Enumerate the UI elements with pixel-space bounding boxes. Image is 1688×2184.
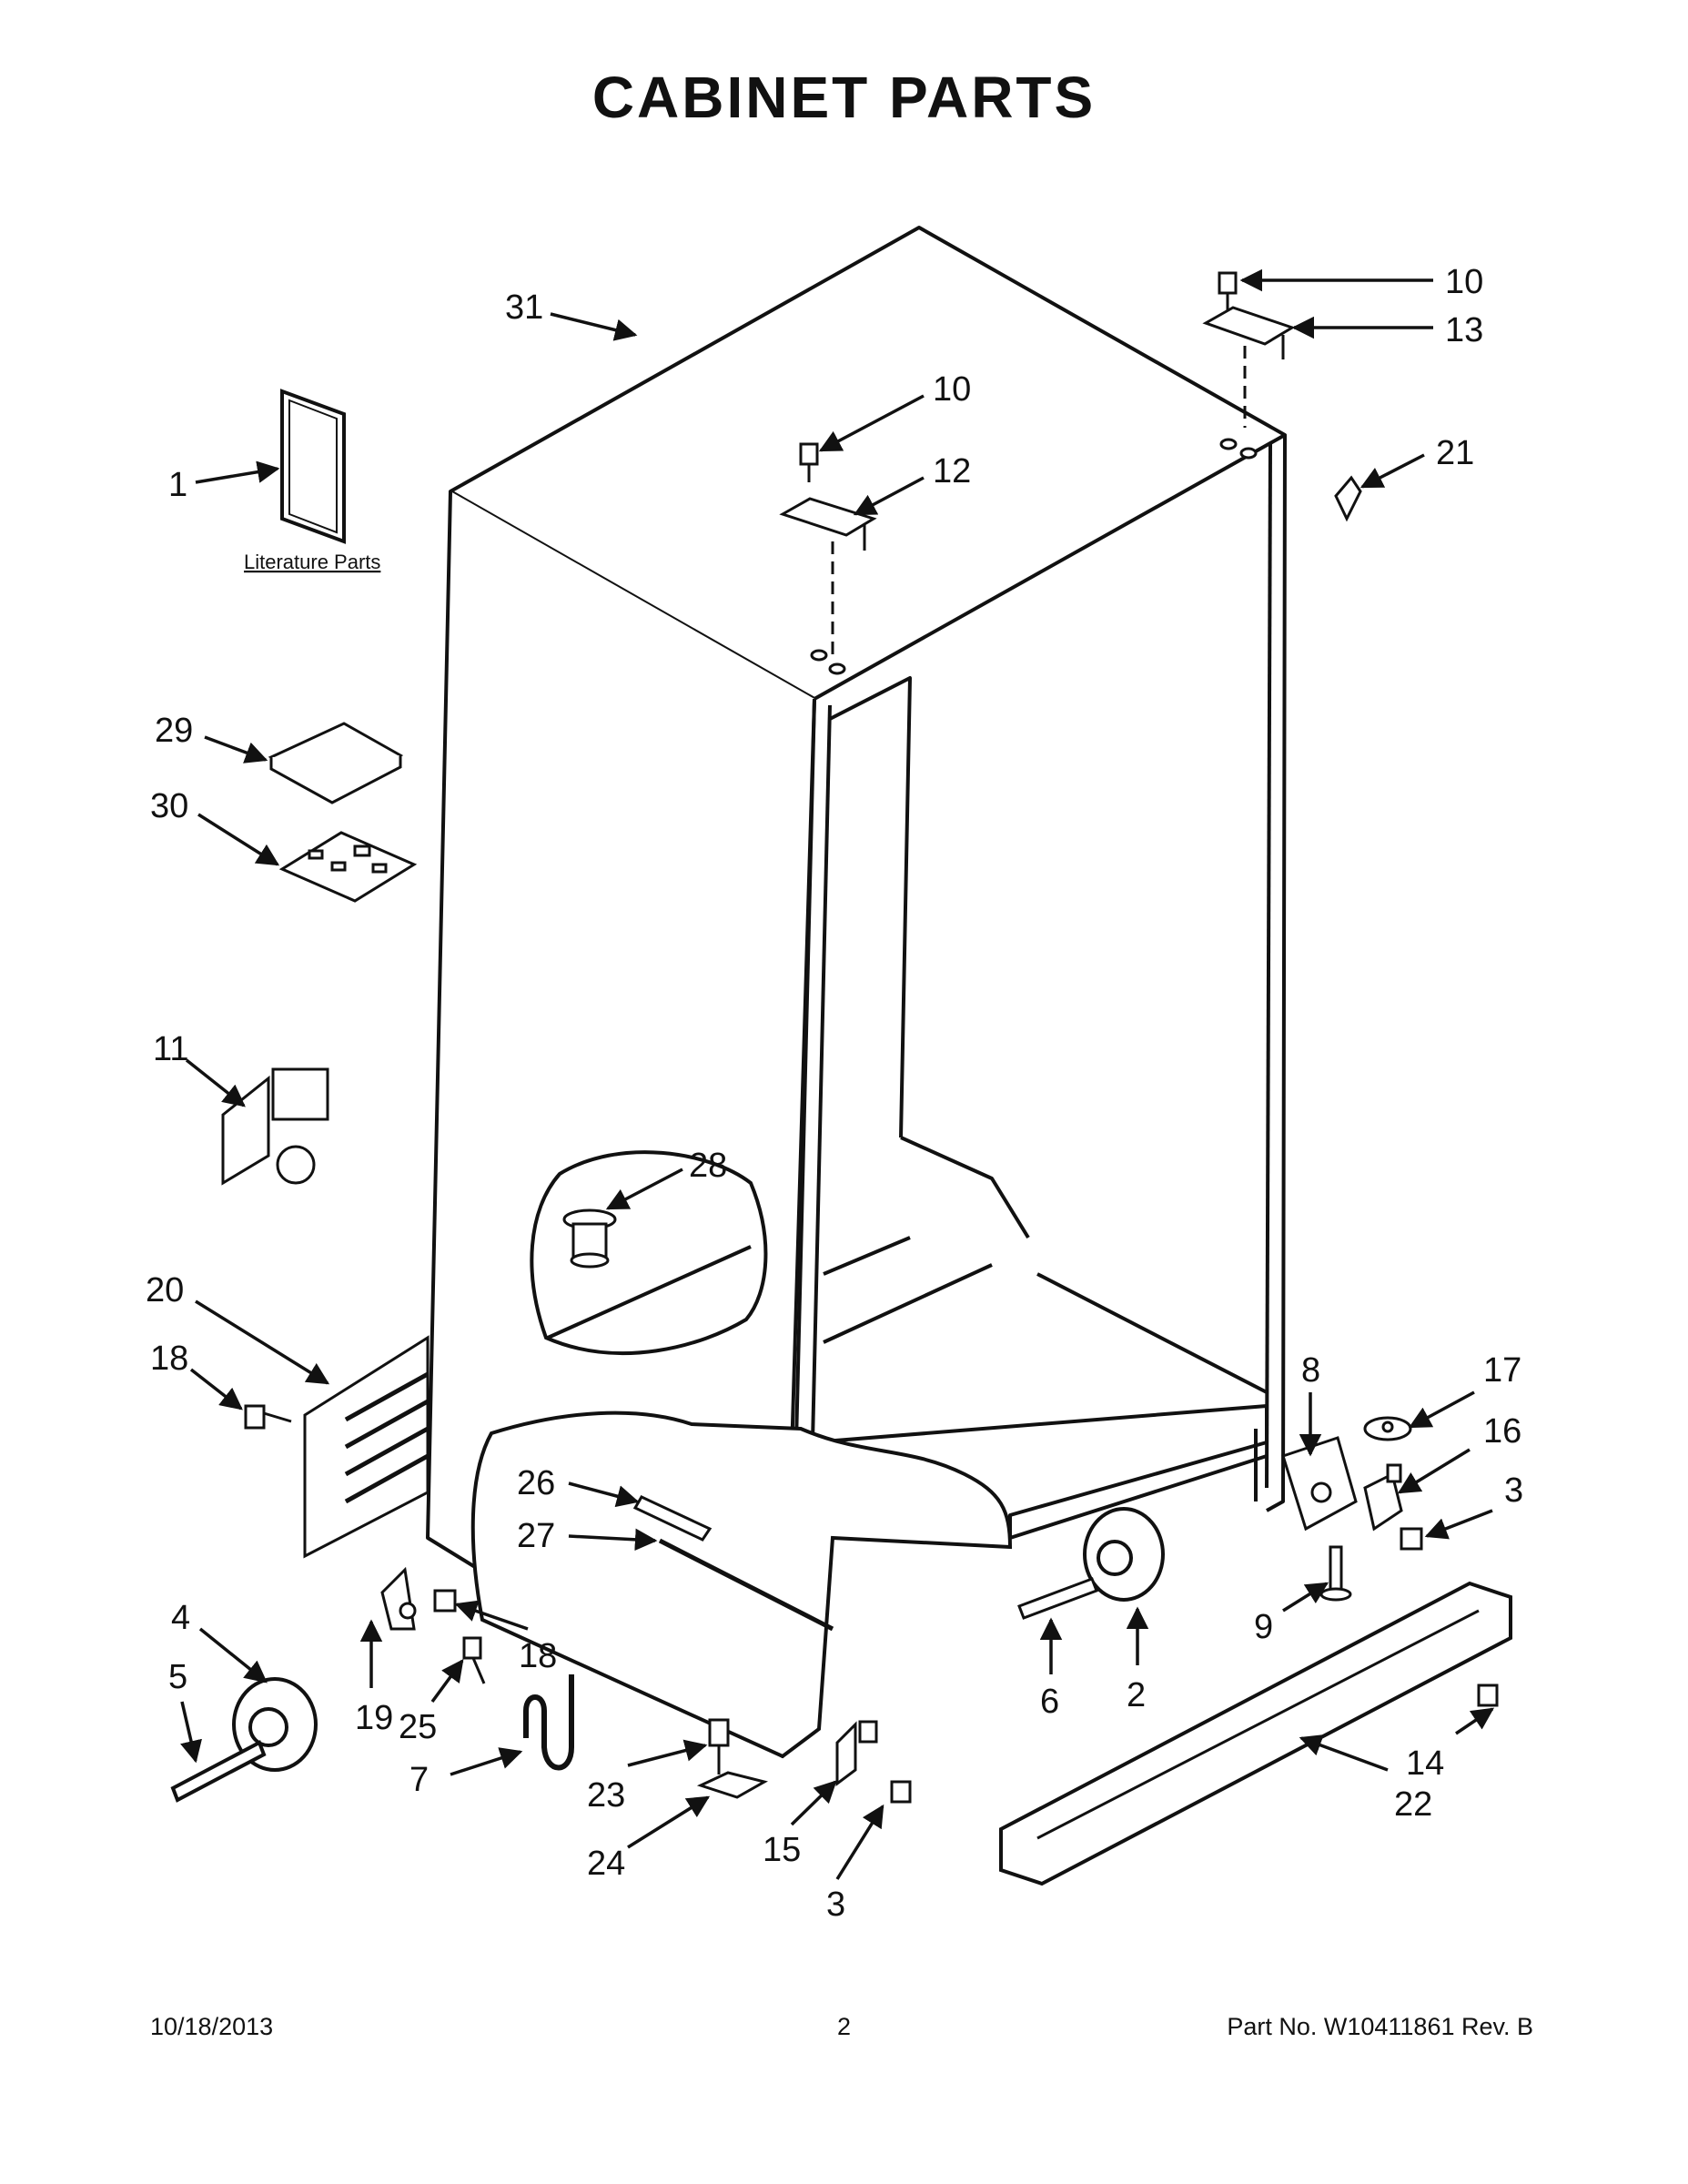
callout-27: 27	[517, 1517, 555, 1555]
part-axle-6	[1017, 1577, 1098, 1620]
callout-25: 25	[399, 1708, 437, 1746]
callout-10b: 10	[1445, 263, 1483, 301]
callout-9: 9	[1254, 1608, 1273, 1646]
part-washer-17	[1363, 1416, 1412, 1441]
callout-18: 18	[150, 1340, 188, 1378]
part-hinge-12	[779, 497, 877, 675]
part-hinge-16	[1363, 1463, 1403, 1532]
callout-12: 12	[933, 452, 971, 490]
callout-21: 21	[1436, 434, 1474, 472]
callout-18b: 18	[519, 1637, 557, 1675]
callout-labels: 1 Literature Parts 29 30 11 20 18 4 5 28…	[146, 263, 1523, 1924]
part-roller-2	[1083, 1507, 1165, 1602]
part-roller-4	[170, 1677, 318, 1803]
footer-page-number: 2	[836, 2013, 852, 2040]
leader-arrows	[180, 268, 1495, 1880]
callout-11: 11	[153, 1030, 188, 1068]
callout-6: 6	[1040, 1683, 1059, 1721]
part-hinge-screw-10b	[1218, 271, 1238, 314]
footer-date: 10/18/2013	[150, 2013, 274, 2040]
callout-20: 20	[146, 1271, 184, 1309]
callout-5: 5	[168, 1658, 187, 1696]
part-literature	[280, 389, 346, 544]
part-leveler-23	[708, 1718, 730, 1774]
part-screw-14	[1477, 1684, 1499, 1707]
part-hinge-bracket-8	[1281, 1436, 1358, 1532]
callout-16: 16	[1483, 1412, 1521, 1451]
callout-4: 4	[171, 1599, 190, 1637]
part-cover-29	[268, 722, 404, 804]
part-panel-20	[303, 1335, 430, 1559]
part-bracket-15	[835, 1720, 878, 1786]
part-screw-25	[462, 1636, 486, 1684]
callout-30: 30	[150, 787, 188, 825]
part-pin-9	[1319, 1545, 1352, 1602]
page-title: CABINET PARTS	[591, 65, 1097, 130]
part-water-valve-11	[221, 1067, 329, 1186]
callout-1: 1	[168, 466, 187, 504]
part-bracket-19	[380, 1566, 417, 1631]
callout-10: 10	[933, 370, 971, 409]
callout-8: 8	[1301, 1351, 1320, 1390]
footer-part-number: Part No. W10411861 Rev. B	[1227, 2013, 1533, 2040]
callout-3: 3	[826, 1886, 845, 1924]
part-screw-3b	[1400, 1527, 1423, 1551]
part-drain-hose-7	[523, 1674, 574, 1771]
callout-17: 17	[1483, 1351, 1521, 1390]
callout-7: 7	[409, 1761, 429, 1799]
part-screw-18a	[244, 1404, 292, 1430]
part-rod-27	[658, 1538, 834, 1632]
literature-parts-label: Literature Parts	[244, 551, 380, 573]
callout-24: 24	[587, 1845, 625, 1883]
callout-29: 29	[155, 712, 193, 750]
callout-23: 23	[587, 1776, 625, 1815]
part-plate-24	[696, 1771, 769, 1799]
callout-31: 31	[505, 288, 543, 327]
callout-26: 26	[517, 1464, 555, 1502]
callout-28: 28	[689, 1147, 727, 1185]
callout-2: 2	[1127, 1676, 1146, 1714]
part-screw-3a	[890, 1780, 912, 1804]
part-clip-21	[1334, 475, 1362, 522]
callout-22: 22	[1394, 1785, 1432, 1824]
part-gasket-28	[562, 1208, 617, 1269]
callout-15: 15	[763, 1831, 801, 1869]
callout-13: 13	[1445, 311, 1483, 349]
callout-3b: 3	[1504, 1471, 1523, 1510]
callout-14: 14	[1406, 1744, 1444, 1783]
part-grille-22	[999, 1581, 1512, 1886]
part-screw-18b	[433, 1589, 457, 1613]
callout-19: 19	[355, 1699, 393, 1737]
part-control-board-30	[278, 831, 418, 903]
part-hinge-screw-10a	[799, 442, 819, 482]
